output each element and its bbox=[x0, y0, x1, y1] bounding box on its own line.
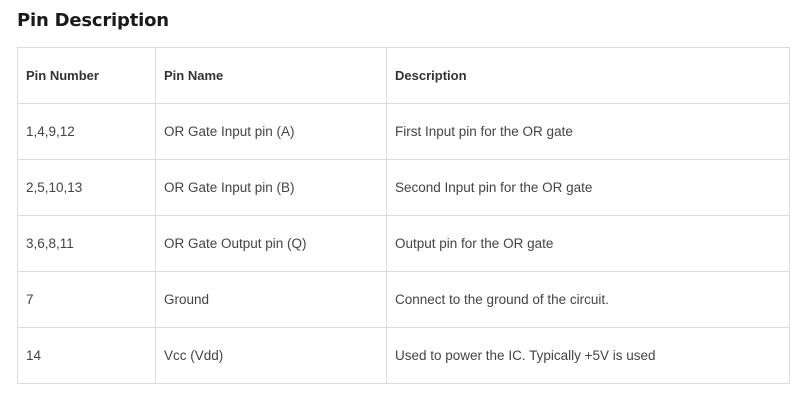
cell-pin-name: Ground bbox=[155, 271, 387, 328]
cell-pin-number: 2,5,10,13 bbox=[17, 159, 156, 216]
header-pin-number: Pin Number bbox=[17, 47, 156, 104]
pin-description-table: Pin Number Pin Name Description 1,4,9,12… bbox=[17, 47, 790, 384]
table-row: 2,5,10,13 OR Gate Input pin (B) Second I… bbox=[17, 159, 790, 216]
header-pin-name: Pin Name bbox=[155, 47, 387, 104]
cell-description: Connect to the ground of the circuit. bbox=[386, 271, 790, 328]
header-description: Description bbox=[386, 47, 790, 104]
cell-pin-number: 1,4,9,12 bbox=[17, 103, 156, 160]
page-title: Pin Description bbox=[17, 10, 169, 31]
cell-pin-name: Vcc (Vdd) bbox=[155, 327, 387, 384]
cell-pin-name: OR Gate Input pin (A) bbox=[155, 103, 387, 160]
table-row: 14 Vcc (Vdd) Used to power the IC. Typic… bbox=[17, 327, 790, 384]
cell-pin-name: OR Gate Input pin (B) bbox=[155, 159, 387, 216]
table-row: 7 Ground Connect to the ground of the ci… bbox=[17, 271, 790, 328]
cell-pin-number: 14 bbox=[17, 327, 156, 384]
cell-description: Used to power the IC. Typically +5V is u… bbox=[386, 327, 790, 384]
cell-pin-number: 7 bbox=[17, 271, 156, 328]
cell-description: Second Input pin for the OR gate bbox=[386, 159, 790, 216]
table-row: 1,4,9,12 OR Gate Input pin (A) First Inp… bbox=[17, 103, 790, 160]
table-row: 3,6,8,11 OR Gate Output pin (Q) Output p… bbox=[17, 215, 790, 272]
table-header-row: Pin Number Pin Name Description bbox=[17, 47, 790, 104]
cell-pin-name: OR Gate Output pin (Q) bbox=[155, 215, 387, 272]
cell-description: First Input pin for the OR gate bbox=[386, 103, 790, 160]
cell-pin-number: 3,6,8,11 bbox=[17, 215, 156, 272]
cell-description: Output pin for the OR gate bbox=[386, 215, 790, 272]
